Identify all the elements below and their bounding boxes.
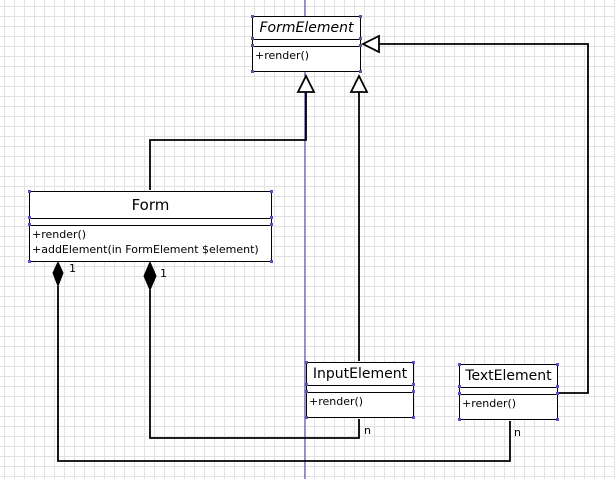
multiplicity-label: n xyxy=(364,424,371,437)
class-attributes xyxy=(307,386,413,393)
class-operation: +addElement(in FormElement $element) xyxy=(32,243,259,256)
selection-handle xyxy=(359,37,362,40)
selection-handle xyxy=(359,15,362,18)
class-name: TextElement xyxy=(460,365,557,388)
multiplicity-label: 1 xyxy=(160,267,167,280)
selection-handle xyxy=(251,37,254,40)
selection-handle xyxy=(412,383,415,386)
selection-handle xyxy=(28,260,31,263)
composition-input-line[interactable] xyxy=(149,290,360,439)
selection-handle xyxy=(359,70,362,73)
selection-handle xyxy=(556,363,559,366)
selection-handle xyxy=(270,216,273,219)
composition-text-line[interactable] xyxy=(57,286,511,462)
selection-handle xyxy=(251,70,254,73)
class-box-input-element[interactable]: InputElement +render() xyxy=(306,362,414,418)
class-box-form-element[interactable]: FormElement +render() xyxy=(252,16,361,72)
selection-handle xyxy=(458,385,461,388)
class-name: InputElement xyxy=(307,363,413,386)
selection-handle xyxy=(270,223,273,226)
selection-handle xyxy=(28,216,31,219)
class-operation: +render() xyxy=(462,397,517,410)
selection-handle xyxy=(305,416,308,419)
selection-handle xyxy=(458,418,461,421)
selection-handle xyxy=(556,418,559,421)
class-name: Form xyxy=(30,192,271,219)
class-attributes xyxy=(253,40,360,47)
multiplicity-label: n xyxy=(514,426,521,439)
class-name: FormElement xyxy=(253,17,360,40)
selection-handle xyxy=(412,416,415,419)
selection-handle xyxy=(251,44,254,47)
class-box-text-element[interactable]: TextElement +render() xyxy=(459,364,558,420)
selection-handle xyxy=(270,190,273,193)
generalization-arrowhead-icon xyxy=(360,34,380,54)
class-box-form[interactable]: Form +render() +addElement(in FormElemen… xyxy=(29,191,272,262)
selection-handle xyxy=(251,15,254,18)
selection-handle xyxy=(305,383,308,386)
class-operation: +render() xyxy=(32,228,87,241)
composition-diamond-icon xyxy=(143,260,157,292)
selection-handle xyxy=(556,392,559,395)
class-attributes xyxy=(460,388,557,395)
class-attributes xyxy=(30,219,271,226)
selection-handle xyxy=(412,390,415,393)
selection-handle xyxy=(305,361,308,364)
selection-handle xyxy=(556,385,559,388)
selection-handle xyxy=(359,44,362,47)
multiplicity-label: 1 xyxy=(69,262,76,275)
class-operation: +render() xyxy=(309,395,364,408)
selection-handle xyxy=(270,260,273,263)
selection-handle xyxy=(458,363,461,366)
class-operations: +render() +addElement(in FormElement $el… xyxy=(30,226,271,259)
selection-handle xyxy=(28,190,31,193)
generalization-arrowhead-icon xyxy=(296,73,316,93)
selection-handle xyxy=(28,223,31,226)
generalization-form-line[interactable] xyxy=(149,92,307,190)
generalization-text-line[interactable] xyxy=(379,43,589,394)
composition-diamond-icon xyxy=(52,260,64,288)
class-operation: +render() xyxy=(255,49,310,62)
selection-handle xyxy=(458,392,461,395)
selection-handle xyxy=(305,390,308,393)
generalization-arrowhead-icon xyxy=(349,73,369,93)
selection-handle xyxy=(412,361,415,364)
